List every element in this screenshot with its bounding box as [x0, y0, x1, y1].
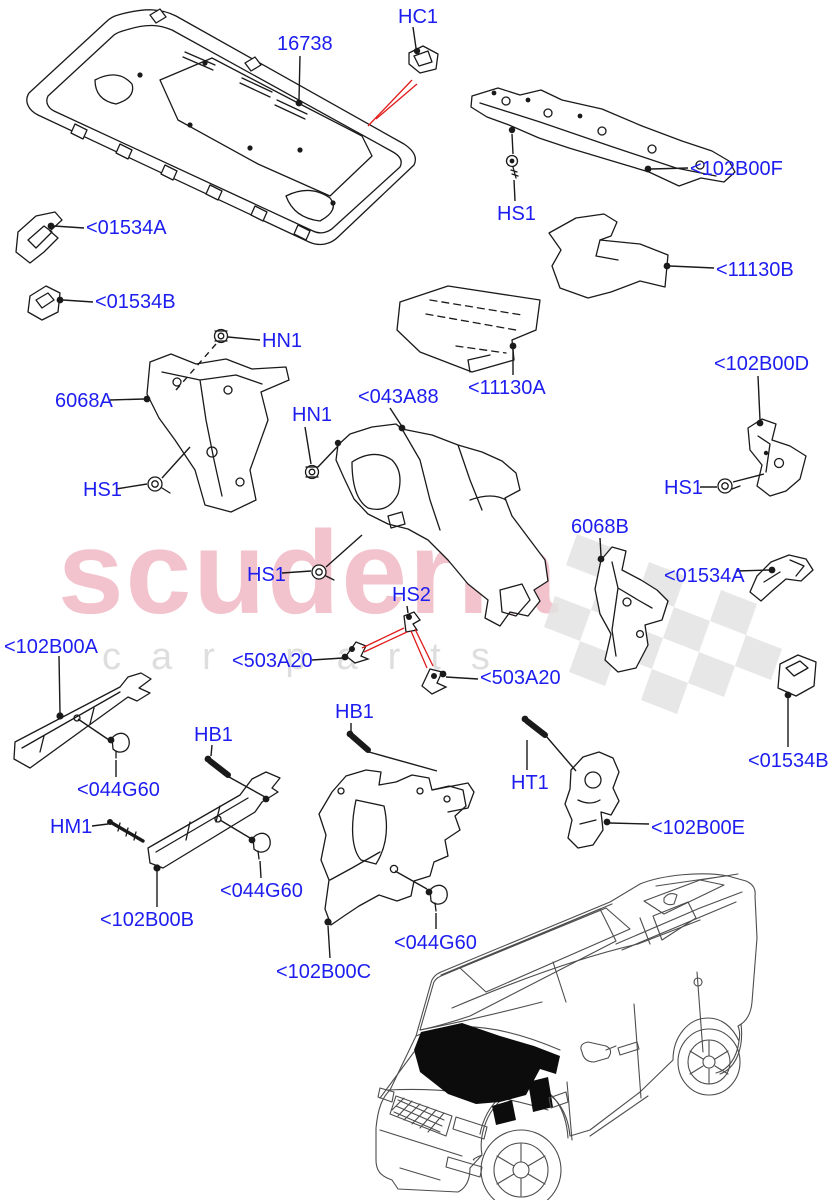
- callout-043a88[interactable]: <043A88: [358, 386, 439, 408]
- part-6068a-bracket: [146, 353, 290, 513]
- 503a20-clip-left: [345, 641, 370, 664]
- callout-11130a[interactable]: <11130A: [468, 377, 546, 399]
- callout-044g60-2[interactable]: <044G60: [220, 880, 303, 902]
- callout-hm1[interactable]: HM1: [50, 816, 93, 838]
- callout-102b00a[interactable]: <102B00A: [4, 636, 98, 658]
- hs1-screw-mid: [311, 564, 335, 581]
- ht1-bolt: [521, 715, 548, 738]
- callout-01534a-right[interactable]: <01534A: [664, 565, 745, 587]
- hm1-stud: [107, 819, 145, 843]
- callout-102b00f[interactable]: <102B00F: [690, 158, 783, 180]
- vehicle-illustration: [375, 873, 758, 1200]
- 044g60-grommet-1: [107, 732, 130, 759]
- red-leader-lines: [361, 79, 434, 669]
- part-11130a-sheet: [396, 285, 541, 373]
- callout-11130b[interactable]: <11130B: [716, 259, 794, 281]
- callout-hc1[interactable]: HC1: [398, 6, 439, 28]
- callout-hn1-b[interactable]: HN1: [292, 404, 333, 426]
- callout-01534b-left[interactable]: <01534B: [95, 291, 176, 313]
- checkered-flag-watermark: [544, 534, 782, 714]
- callout-16738[interactable]: 16738: [277, 33, 333, 55]
- part-102b00d-bracket: [747, 418, 807, 497]
- rear-wheel: [677, 1028, 741, 1096]
- callout-hs1-right[interactable]: HS1: [664, 477, 703, 499]
- part-043a88-insulator: [335, 423, 549, 627]
- part-102b00b-strip: [147, 771, 281, 869]
- hn1-nut-b: [304, 464, 320, 480]
- hs1-screw-left: [147, 476, 171, 494]
- part-11130b-sheet: [548, 213, 669, 299]
- hs1-screw-top: [505, 154, 519, 179]
- part-102b00c-bracket: [318, 769, 475, 926]
- part-102b00a-strip: [13, 672, 152, 769]
- callout-01534a-left[interactable]: <01534A: [86, 217, 167, 239]
- hb1-bolt-center: [346, 730, 371, 753]
- 044g60-grommet-2: [248, 832, 271, 860]
- part-hc1-clip: [408, 45, 439, 74]
- callout-503a20-left[interactable]: <503A20: [232, 650, 313, 672]
- callout-hb1-center[interactable]: HB1: [335, 701, 374, 723]
- callout-01534b-right[interactable]: <01534B: [748, 750, 829, 772]
- watermark-subtext: car parts: [102, 636, 520, 678]
- hn1-nut-a: [213, 328, 229, 344]
- callout-ht1[interactable]: HT1: [511, 772, 549, 794]
- callout-044g60-1[interactable]: <044G60: [77, 779, 160, 801]
- callout-hn1-a[interactable]: HN1: [262, 330, 303, 352]
- callout-6068b[interactable]: 6068B: [571, 516, 629, 538]
- leader-dots: [47, 47, 792, 926]
- callout-102b00b[interactable]: <102B00B: [100, 909, 194, 931]
- callout-hs2[interactable]: HS2: [392, 584, 431, 606]
- callout-hs1-left[interactable]: HS1: [83, 479, 122, 501]
- callout-102b00d[interactable]: <102B00D: [714, 353, 810, 375]
- part-102b00e-bracket: [564, 751, 620, 849]
- hs2-clip: [403, 611, 421, 633]
- part-102b00f-bracket: [470, 87, 736, 187]
- part-hood-insulator: [26, 8, 417, 246]
- part-01534a-left: [15, 211, 63, 264]
- 044g60-grommet-3: [425, 884, 448, 912]
- callout-102b00c[interactable]: <102B00C: [276, 961, 372, 983]
- part-01534a-right: [749, 554, 814, 602]
- part-01534b-right: [777, 654, 817, 697]
- callout-hs1-mid[interactable]: HS1: [247, 564, 286, 586]
- hb1-bolt-left: [204, 755, 231, 778]
- callout-6068a[interactable]: 6068A: [55, 390, 113, 412]
- front-wheel: [480, 1129, 562, 1200]
- callout-hb1-left[interactable]: HB1: [194, 724, 233, 746]
- callout-044g60-3[interactable]: <044G60: [394, 932, 477, 954]
- part-01534b-left: [27, 285, 61, 321]
- part-6068b-bracket: [594, 546, 669, 673]
- hs1-screw-right: [717, 478, 741, 494]
- callout-hs1-top[interactable]: HS1: [497, 203, 536, 225]
- callout-503a20-right[interactable]: <503A20: [480, 667, 561, 689]
- leader-lines: [53, 26, 789, 959]
- callout-102b00e[interactable]: <102B00E: [651, 817, 745, 839]
